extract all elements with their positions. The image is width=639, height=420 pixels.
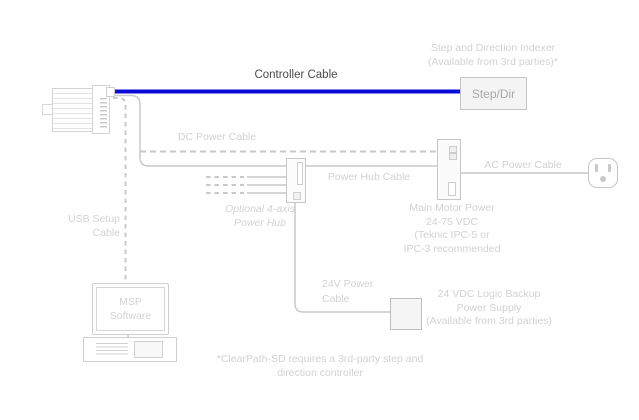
power-hub-slot — [297, 162, 303, 185]
logic-backup-supply-box — [390, 298, 422, 330]
indexer-note-line2: (Available from 3rd parties)* — [428, 55, 558, 68]
motor-controller-connector — [106, 87, 115, 97]
main-motor-power-label: Main Motor Power 24-75 VDC (Teknic IPC-5… — [382, 202, 522, 256]
indexer-note-line1: Step and Direction Indexer — [430, 42, 556, 54]
ac-power-cable-label: AC Power Cable — [484, 159, 562, 171]
main-power-supply-port — [448, 182, 456, 196]
controller-cable-label: Controller Cable — [254, 69, 338, 81]
footnote-line1: *ClearPath-SD requires a 3rd-party step … — [216, 353, 424, 365]
footnote: *ClearPath-SD requires a 3rd-party step … — [200, 352, 440, 380]
outlet-ground-hole — [600, 176, 606, 182]
usb-setup-cable-line2: Cable — [92, 226, 120, 239]
power-hub-box — [286, 158, 306, 203]
outlet-slot-right — [608, 164, 611, 172]
usb-setup-cable-line — [113, 97, 127, 283]
usb-setup-cable-line1: USB Setup — [68, 213, 120, 225]
step-dir-label: Step/Dir — [471, 86, 516, 101]
main-power-supply-vent-2 — [449, 153, 457, 160]
power-hub-port — [293, 192, 301, 200]
main-motor-power-line1: Main Motor Power — [409, 202, 495, 214]
optional-hub-label: Optional 4-axis Power Hub — [200, 203, 320, 230]
v24-power-cable-line — [294, 200, 390, 313]
logic-backup-line1: 24 VDC Logic Backup — [437, 288, 541, 300]
motor-connector-pins — [100, 98, 107, 129]
logic-backup-line3: (Available from 3rd parties) — [426, 315, 552, 327]
monitor: MSP Software — [92, 283, 169, 335]
dc-power-cable-label: DC Power Cable — [177, 131, 257, 143]
computer-drive-bay — [134, 341, 163, 358]
computer-vents — [96, 343, 128, 357]
main-motor-power-line3: (Teknic IPC-5 or — [414, 229, 490, 241]
step-dir-box: Step/Dir — [460, 77, 527, 110]
v24-cable-line1: 24V Power — [322, 278, 374, 290]
logic-backup-line2: Power Supply — [456, 301, 522, 314]
msp-label-line2: Software — [109, 310, 152, 322]
monitor-screen: MSP Software — [96, 287, 165, 331]
logic-backup-label: 24 VDC Logic Backup Power Supply (Availa… — [409, 288, 569, 329]
computer-tower — [83, 337, 177, 362]
msp-label-line1: MSP — [119, 296, 142, 308]
indexer-note: Step and Direction Indexer (Available fr… — [417, 42, 569, 69]
optional-hub-label-line1: Optional 4-axis — [224, 203, 296, 215]
outlet-slot-left — [595, 164, 598, 172]
main-power-supply-vent-1 — [449, 146, 457, 153]
main-power-supply-box — [437, 139, 461, 200]
ac-outlet-icon — [588, 158, 618, 188]
v24-cable-label: 24V Power Cable — [322, 277, 392, 307]
footnote-line2: direction controller — [277, 367, 363, 379]
power-hub-cable-label: Power Hub Cable — [327, 171, 411, 183]
v24-cable-line2: Cable — [322, 293, 350, 305]
optional-hub-label-line2: Power Hub — [234, 216, 286, 229]
main-motor-power-line4: IPC-3 recommended — [403, 242, 501, 255]
motor-power-cable-line — [113, 94, 286, 167]
usb-setup-cable-label: USB Setup Cable — [40, 213, 120, 240]
main-motor-power-line2: 24-75 VDC — [426, 215, 478, 228]
motor-body — [52, 88, 95, 132]
